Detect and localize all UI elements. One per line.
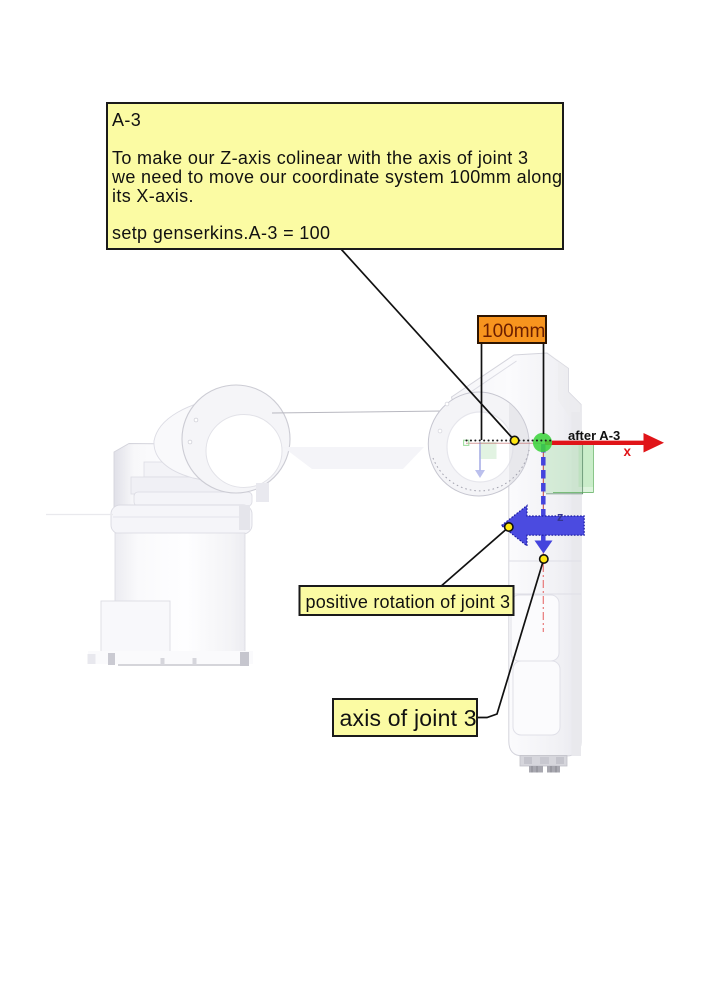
svg-text:axis of joint 3: axis of joint 3	[340, 705, 477, 731]
svg-text:after A-3: after A-3	[568, 428, 620, 443]
svg-text:x: x	[624, 444, 632, 459]
svg-text:z: z	[557, 509, 564, 524]
svg-text:positive rotation of joint 3: positive rotation of joint 3	[306, 592, 511, 612]
svg-text:100mm: 100mm	[482, 321, 545, 342]
svg-text:A-3 To make our Z-axis c: A-3 To make our Z-axis colinear with the…	[111, 110, 568, 243]
